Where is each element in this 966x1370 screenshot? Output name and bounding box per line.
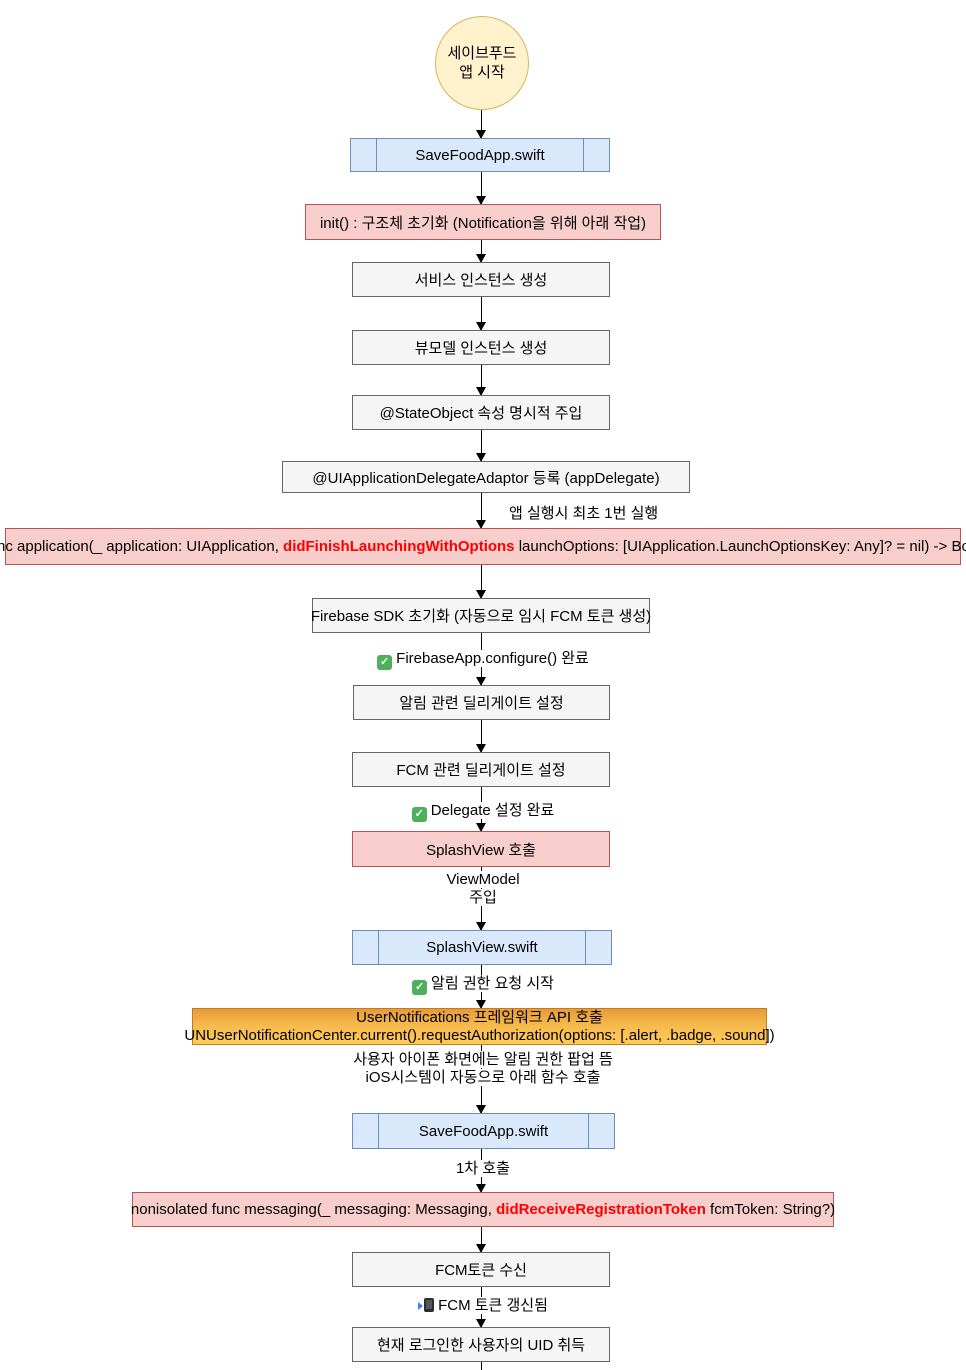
viewmodel-inject-line2: 주입 bbox=[466, 889, 500, 906]
keyword-didreceivetoken: didReceiveRegistrationToken bbox=[496, 1201, 706, 1218]
arrowhead-icon bbox=[476, 196, 487, 205]
arrowhead-icon bbox=[476, 520, 487, 529]
arrowhead-icon bbox=[476, 254, 487, 263]
splashview-call-label: SplashView 호출 bbox=[426, 841, 536, 859]
splashview-call-node: SplashView 호출 bbox=[352, 831, 610, 867]
flow-line-cutoff bbox=[481, 1362, 482, 1370]
process-node-stateobject: @StateObject 속성 명시적 주입 bbox=[352, 395, 610, 430]
arrowhead-icon bbox=[476, 1184, 487, 1193]
edge-label-auth-request: ✓알림 권한 요청 시작 bbox=[0, 972, 966, 995]
arrowhead-icon bbox=[476, 387, 487, 396]
flow-arrow bbox=[476, 172, 487, 205]
process-node-notif-delegate: 알림 관련 딜리게이트 설정 bbox=[353, 685, 610, 720]
start-node: 세이브푸드 앱 시작 bbox=[435, 16, 529, 110]
popup-label-line2: iOS시스템이 자동으로 아래 함수 호출 bbox=[362, 1069, 604, 1086]
process-node-uid: 현재 로그인한 사용자의 UID 취득 bbox=[352, 1327, 610, 1362]
flow-arrow bbox=[476, 493, 487, 529]
edge-label-viewmodel-inject: ViewModel 주입 bbox=[0, 871, 966, 907]
flow-arrow bbox=[476, 108, 487, 139]
flow-arrow bbox=[476, 1227, 487, 1253]
flow-arrow bbox=[476, 365, 487, 396]
process-node-fcm-token: FCM토큰 수신 bbox=[352, 1252, 610, 1287]
process-node-firebase: Firebase SDK 초기화 (자동으로 임시 FCM 토큰 생성) bbox=[310, 598, 652, 633]
arrowhead-icon bbox=[476, 1244, 487, 1253]
process-node-label: FCM 관련 딜리게이트 설정 bbox=[396, 762, 566, 779]
start-node-label-line2: 앱 시작 bbox=[459, 64, 505, 81]
process-node-label: Firebase SDK 초기화 (자동으로 임시 FCM 토큰 생성) bbox=[310, 608, 652, 625]
arrowhead-icon bbox=[476, 590, 487, 599]
edge-label-first-call: 1차 호출 bbox=[0, 1157, 966, 1178]
process-node-label: 알림 관련 딜리게이트 설정 bbox=[399, 695, 564, 712]
check-icon: ✓ bbox=[411, 807, 427, 822]
mobile-phone-arrow-icon bbox=[418, 1297, 435, 1313]
file-node-label: SaveFoodApp.swift bbox=[418, 1122, 549, 1140]
arrowhead-icon bbox=[476, 1000, 487, 1009]
edge-label-popup: 사용자 아이폰 화면에는 알림 권한 팝업 뜸 iOS시스템이 자동으로 아래 … bbox=[0, 1051, 966, 1087]
messaging-func-label: nonisolated func messaging(_ messaging: … bbox=[130, 1201, 836, 1218]
arrowhead-icon bbox=[476, 130, 487, 139]
api-call-node: UserNotifications 프레임워크 API 호출 UNUserNot… bbox=[184, 1008, 775, 1045]
process-node-label: @UIApplicationDelegateAdaptor 등록 (appDel… bbox=[312, 469, 660, 487]
process-node-adaptor: @UIApplicationDelegateAdaptor 등록 (appDel… bbox=[282, 461, 690, 493]
file-node-savefoodapp-1: SaveFoodApp.swift bbox=[350, 138, 610, 172]
start-node-label-line1: 세이브푸드 bbox=[447, 45, 517, 62]
viewmodel-inject-line1: ViewModel bbox=[443, 871, 523, 888]
keyword-didfinishlaunching: didFinishLaunchingWithOptions bbox=[283, 538, 515, 555]
flow-arrow bbox=[476, 430, 487, 462]
arrowhead-icon bbox=[476, 922, 487, 931]
arrowhead-icon bbox=[476, 744, 487, 753]
check-icon: ✓ bbox=[412, 980, 428, 995]
edge-label-first-run: 앱 실행시 최초 1번 실행 bbox=[506, 502, 662, 523]
app-func-label: func application(_ application: UIApplic… bbox=[0, 538, 966, 555]
process-node-label: 뷰모델 인스턴스 생성 bbox=[414, 340, 548, 357]
file-node-label: SplashView.swift bbox=[426, 939, 538, 956]
flow-arrow bbox=[476, 720, 487, 753]
process-node-label: FCM토큰 수신 bbox=[435, 1262, 527, 1279]
process-node-label: @StateObject 속성 명시적 주입 bbox=[379, 405, 583, 422]
file-node-label: SaveFoodApp.swift bbox=[415, 146, 545, 164]
process-node-label: 현재 로그인한 사용자의 UID 취득 bbox=[376, 1337, 586, 1354]
init-node-label: init() : 구조체 초기화 (Notification을 위해 아래 작업… bbox=[319, 214, 647, 232]
flow-arrow bbox=[476, 297, 487, 331]
process-node-viewmodel: 뷰모델 인스턴스 생성 bbox=[352, 330, 610, 365]
process-node-label: 서비스 인스턴스 생성 bbox=[414, 272, 548, 289]
init-node: init() : 구조체 초기화 (Notification을 위해 아래 작업… bbox=[305, 204, 661, 240]
edge-label-configure-done: ✓FirebaseApp.configure() 완료 bbox=[0, 647, 966, 670]
api-call-label-line1: UserNotifications 프레임워크 API 호출 bbox=[356, 1008, 603, 1026]
flow-arrow bbox=[476, 565, 487, 599]
arrowhead-icon bbox=[476, 1319, 487, 1328]
arrowhead-icon bbox=[476, 823, 487, 832]
file-node-splashview: SplashView.swift bbox=[352, 930, 612, 965]
arrowhead-icon bbox=[476, 453, 487, 462]
arrowhead-icon bbox=[476, 677, 487, 686]
file-node-savefoodapp-2: SaveFoodApp.swift bbox=[352, 1113, 615, 1149]
app-func-node: func application(_ application: UIApplic… bbox=[0, 528, 966, 565]
check-icon: ✓ bbox=[377, 655, 393, 670]
flow-arrow bbox=[476, 240, 487, 263]
edge-label-token-refresh: FCM 토큰 갱신됨 bbox=[0, 1294, 966, 1315]
edge-label-delegate-done: ✓Delegate 설정 완료 bbox=[0, 799, 966, 822]
arrowhead-icon bbox=[476, 1105, 487, 1114]
api-call-label-line2: UNUserNotificationCenter.current().reque… bbox=[184, 1026, 775, 1044]
messaging-func-node: nonisolated func messaging(_ messaging: … bbox=[130, 1192, 836, 1227]
process-node-fcm-delegate: FCM 관련 딜리게이트 설정 bbox=[352, 752, 610, 787]
popup-label-line1: 사용자 아이폰 화면에는 알림 권한 팝업 뜸 bbox=[350, 1051, 616, 1068]
arrowhead-icon bbox=[476, 322, 487, 331]
process-node-service: 서비스 인스턴스 생성 bbox=[352, 262, 610, 297]
